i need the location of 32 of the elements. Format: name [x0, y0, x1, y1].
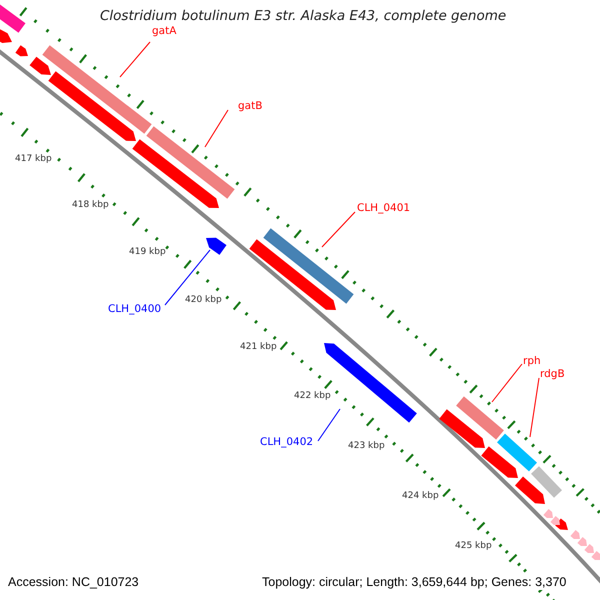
gene-feature: [456, 396, 504, 440]
gene-label: gatA: [152, 25, 176, 38]
gene-label: rph: [523, 355, 541, 368]
gene-feature: [206, 238, 226, 255]
gene-label: CLH_0402: [260, 436, 314, 449]
scale-label: 420 kbp: [185, 295, 222, 306]
scale-label: 424 kbp: [402, 491, 439, 502]
leader-line: [530, 378, 540, 438]
gene-label: rdgB: [540, 368, 565, 381]
leader-line: [120, 42, 150, 78]
scale-label: 418 kbp: [72, 200, 109, 211]
leader-line: [492, 364, 522, 402]
scale-label: 419 kbp: [129, 247, 166, 258]
accession-text: Accession: NC_010723: [8, 574, 139, 590]
gene-feature: [42, 45, 152, 134]
leader-line: [322, 212, 356, 248]
leader-line: [204, 110, 228, 148]
scale-label: 425 kbp: [455, 541, 492, 552]
leader-line: [164, 250, 210, 306]
scale-label: 422 kbp: [294, 391, 331, 402]
title: Clostridium botulinum E3 str. Alaska E43, complete genome: [100, 7, 506, 26]
gene-feature: [146, 126, 235, 199]
scale-label: 423 kbp: [348, 441, 385, 452]
leader-line: [318, 408, 340, 442]
genome-stats-text: Topology: circular; Length: 3,659,644 bp; Genes: 3,370: [262, 574, 566, 590]
gene-label: CLH_0400: [108, 303, 162, 316]
gene-label: gatB: [238, 100, 262, 113]
scale-label: 421 kbp: [240, 342, 277, 353]
gene-feature: [263, 228, 354, 304]
gene-label: CLH_0401: [357, 202, 410, 215]
gene-feature: [497, 434, 537, 472]
scale-label: 417 kbp: [15, 154, 52, 165]
